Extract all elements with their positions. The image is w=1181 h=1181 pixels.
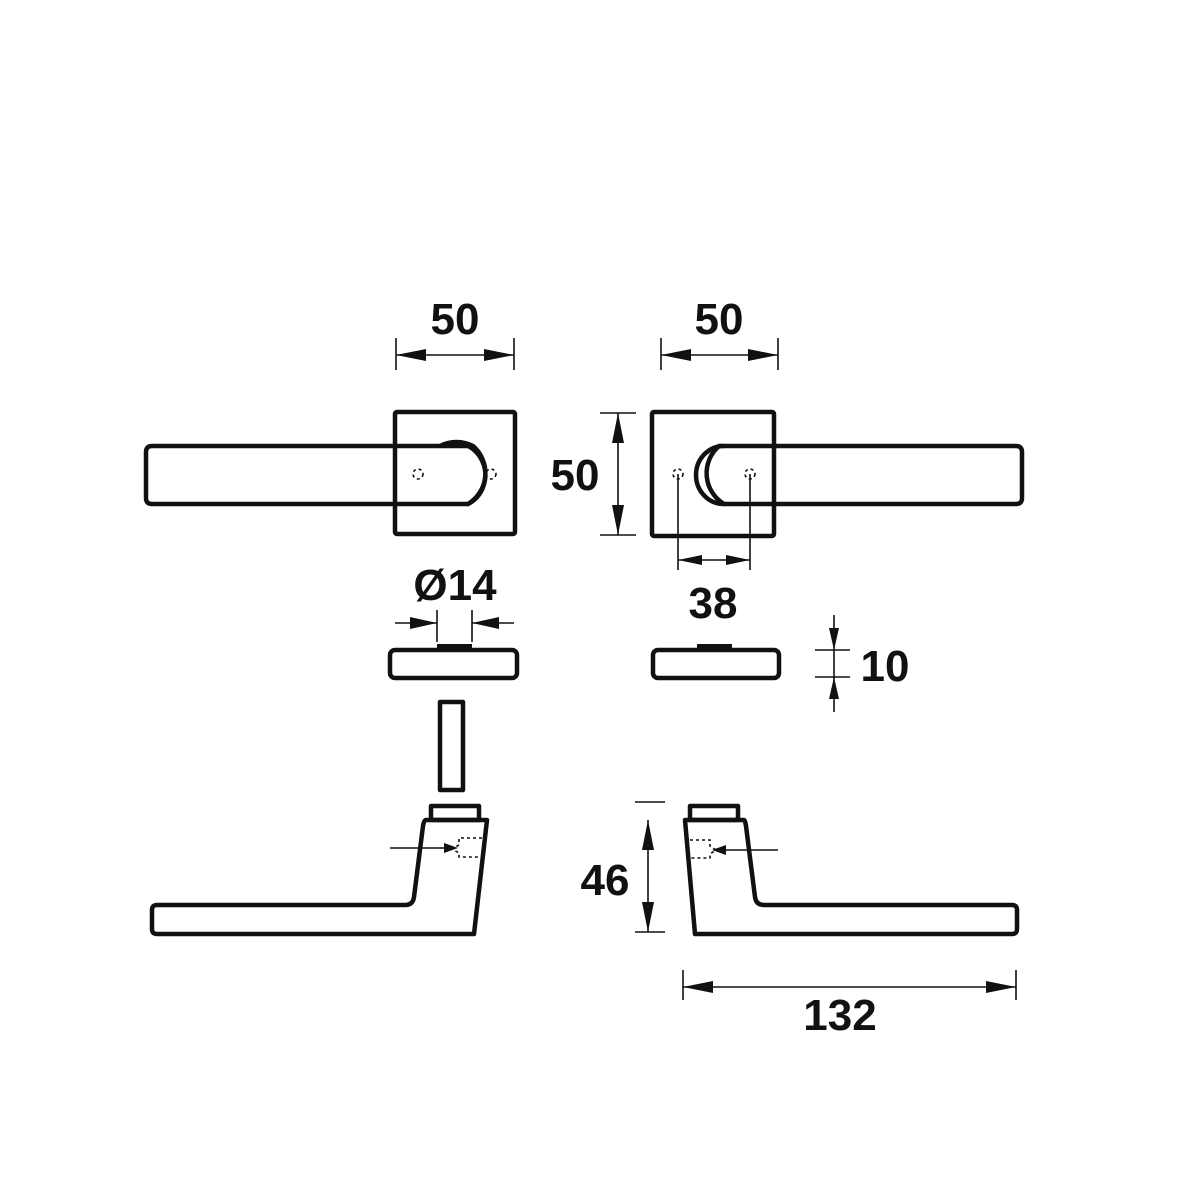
dim-rose-width-right: 50 <box>660 295 779 370</box>
dim-text-handle-height: 46 <box>581 856 630 905</box>
fixing-hole-left-a <box>412 468 424 480</box>
spindle-collar-left <box>437 644 472 652</box>
dim-text-spindle-diameter: Ø14 <box>413 561 497 610</box>
dim-text-rose-width-left: 50 <box>431 295 480 344</box>
dim-fixing-hole-spacing: 38 <box>677 474 751 628</box>
dim-text-rose-thickness: 10 <box>861 642 910 691</box>
dim-handle-length: 132 <box>682 970 1017 1040</box>
fixing-hole-left-b <box>485 468 497 480</box>
dim-text-handle-length: 132 <box>803 991 876 1040</box>
spindle-collar-right <box>697 644 732 652</box>
dim-text-fixing-hole-spacing: 38 <box>689 579 738 628</box>
lever-arm-left <box>143 443 471 507</box>
rose-disc-right <box>650 647 782 681</box>
dim-handle-height: 46 <box>581 801 665 933</box>
lever-neck-left <box>437 439 488 507</box>
rose-side-view-left: Ø14 <box>387 561 520 681</box>
lever-arm-right <box>721 443 1025 507</box>
dim-text-rose-width-right: 50 <box>695 295 744 344</box>
dim-spindle-diameter: Ø14 <box>395 561 514 642</box>
rose-plate-left <box>392 409 518 537</box>
dim-text-rose-height: 50 <box>551 451 600 500</box>
side-view-left <box>149 803 490 937</box>
dim-rose-thickness: 10 <box>815 615 909 712</box>
square-spindle <box>437 699 466 793</box>
side-view-right: 46 132 <box>581 801 1020 1040</box>
lever-profile-left <box>149 817 490 937</box>
front-view-right: 50 50 38 <box>551 295 1025 628</box>
dim-rose-height: 50 <box>551 412 636 536</box>
lever-profile-right <box>682 817 1020 937</box>
dim-rose-width-left: 50 <box>395 295 515 370</box>
rose-disc-left <box>387 647 520 681</box>
front-view-left: 50 <box>143 295 518 537</box>
lever-neck-right <box>693 443 727 507</box>
rose-side-view-right: 10 <box>650 615 909 712</box>
lever-spindle-hole-right <box>690 839 718 859</box>
rose-plate-right <box>649 409 777 539</box>
